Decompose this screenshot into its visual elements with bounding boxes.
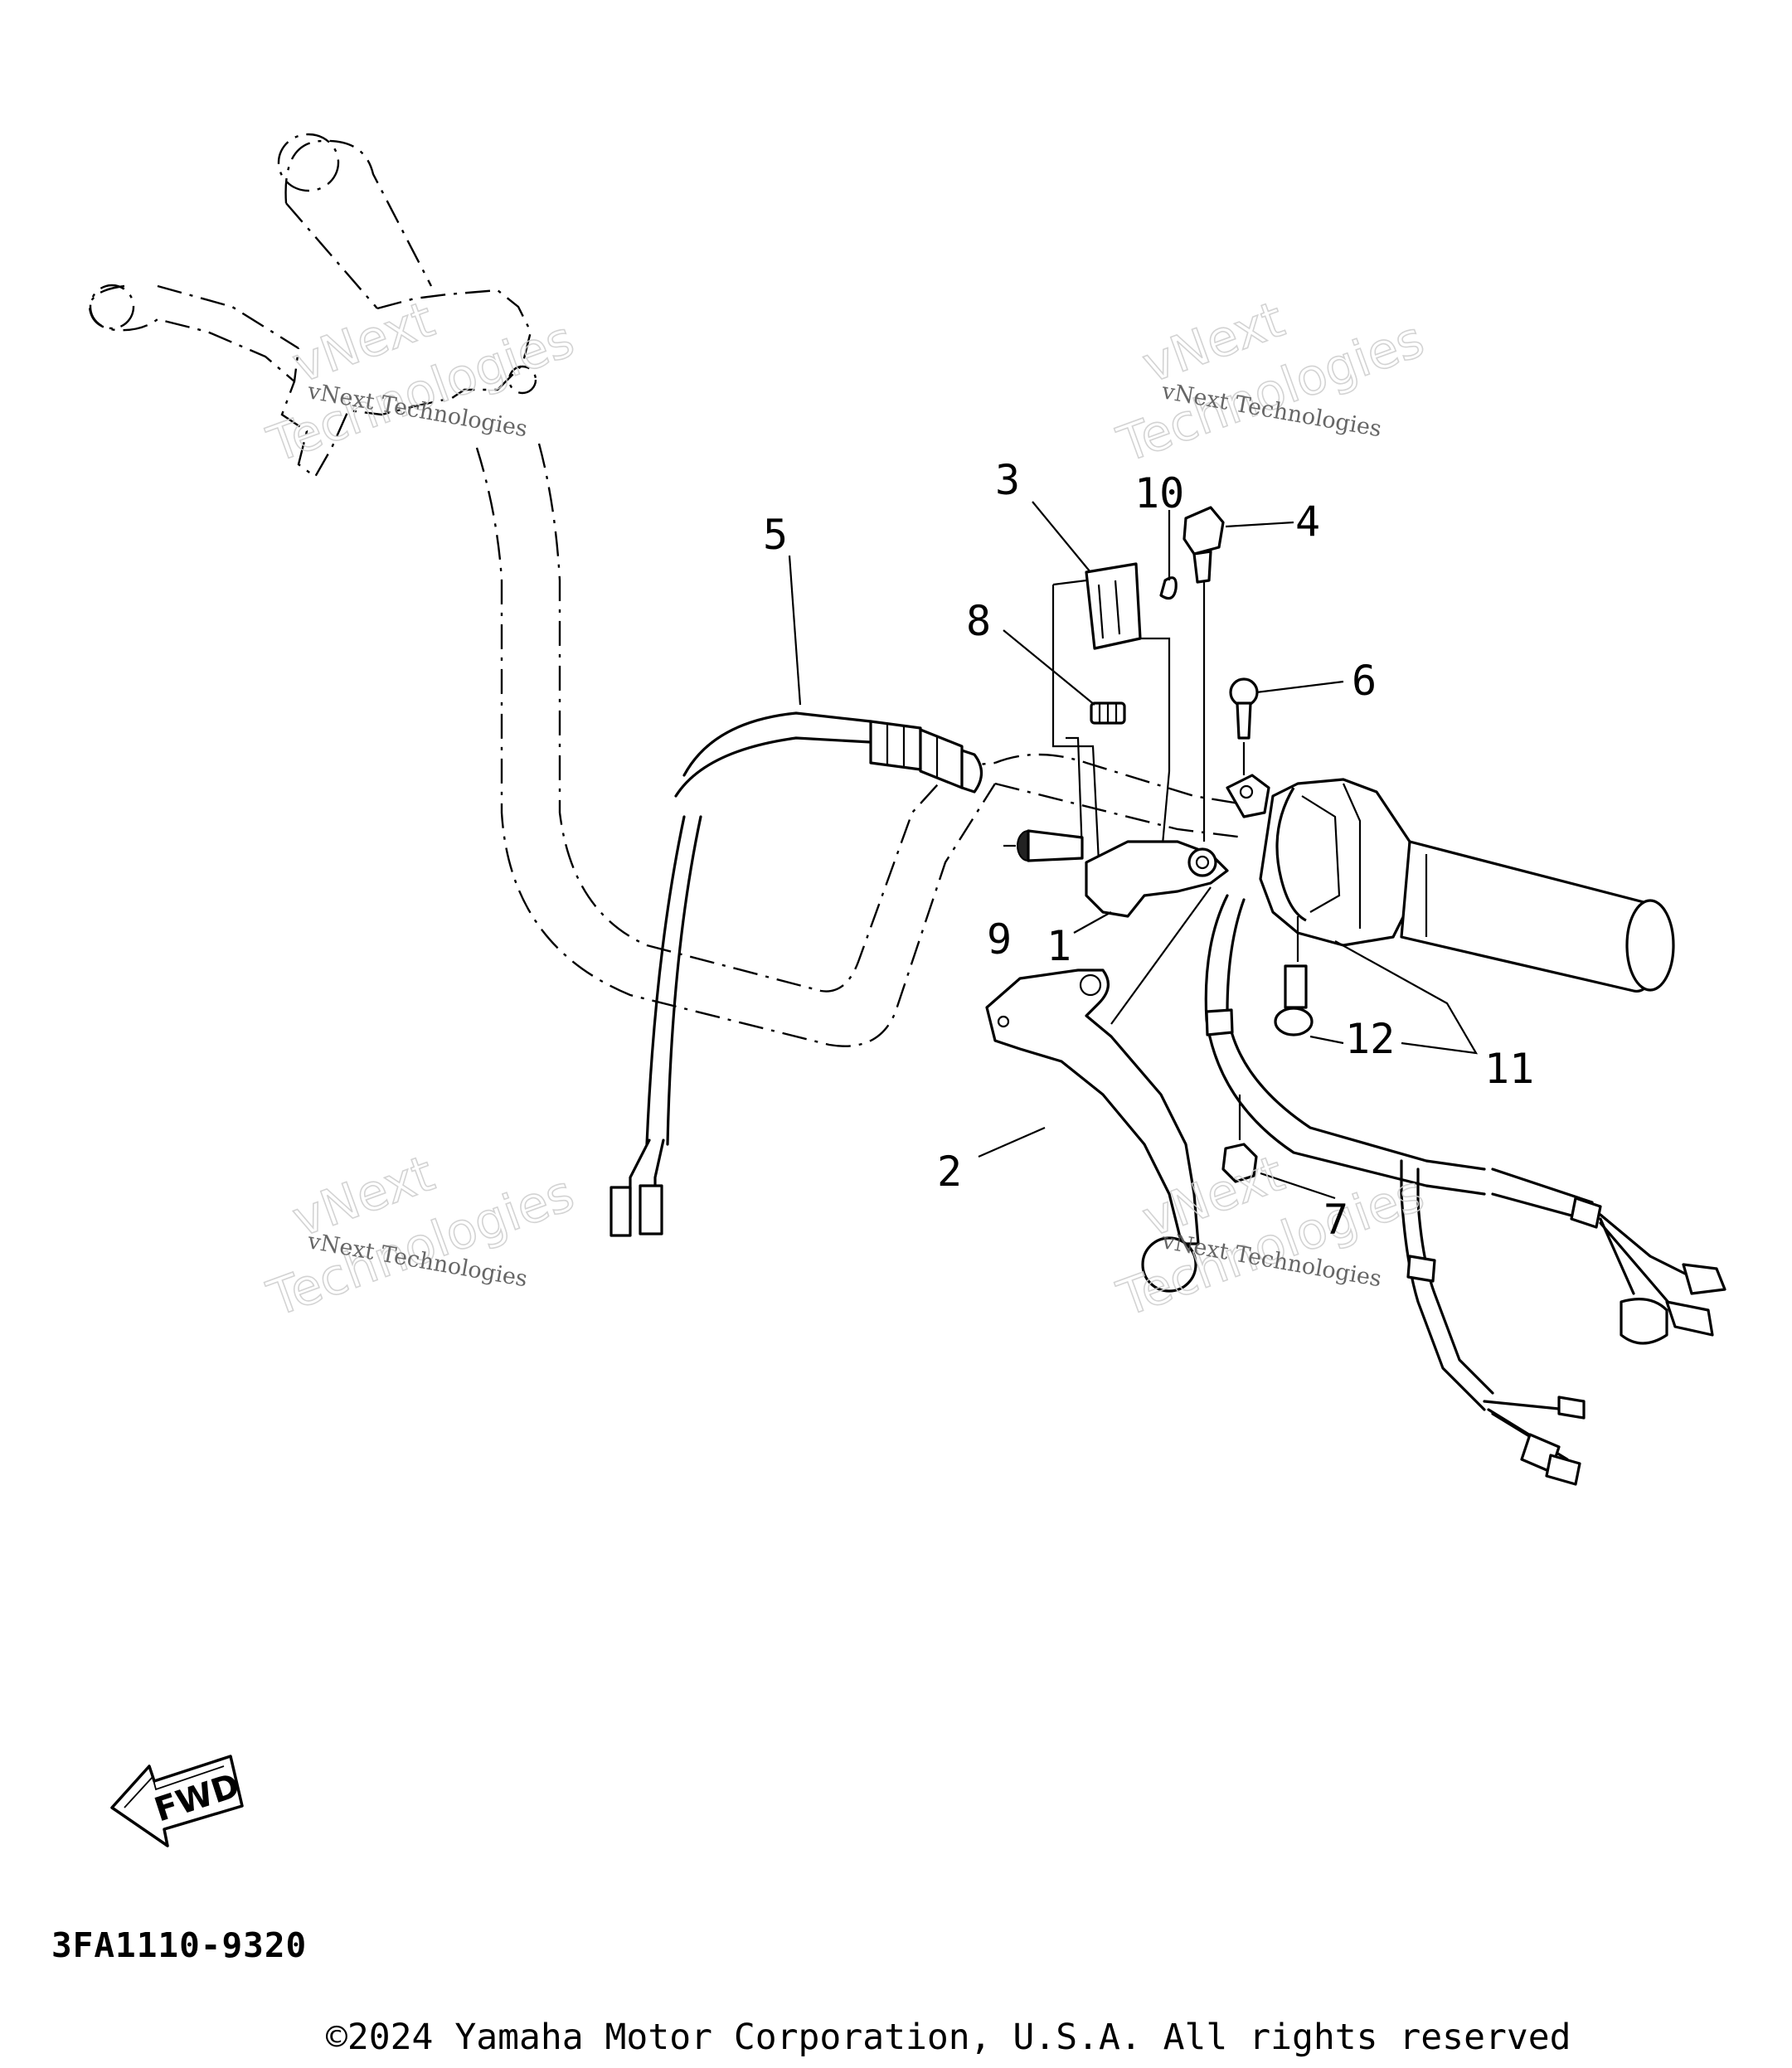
part-5-cable-switch [609, 711, 983, 1237]
leader-lines [788, 501, 1479, 1200]
part-11-right-switch [1204, 778, 1726, 1486]
callout-4: 4 [1295, 498, 1320, 546]
callout-2: 2 [937, 1148, 962, 1196]
callout-9: 9 [987, 915, 1012, 964]
handlebar-tube [475, 443, 1245, 1047]
callout-10: 10 [1134, 469, 1184, 517]
callout-7: 7 [1323, 1196, 1348, 1244]
part-3-bracket [1051, 562, 1178, 863]
callout-11: 11 [1484, 1045, 1534, 1093]
callout-12: 12 [1345, 1015, 1395, 1063]
callout-6: 6 [1352, 657, 1377, 705]
diagram-code: 3FA1110-9320 [51, 1925, 308, 1965]
callouts: 3 10 4 5 8 6 9 1 12 11 2 7 [763, 456, 1534, 1244]
left-grip-assembly [88, 133, 537, 478]
part-12-screw [1274, 916, 1314, 1036]
fwd-arrow-icon: FWD [110, 1755, 245, 1847]
part-1-lever-holder [1085, 774, 1270, 918]
part-9-bolt [1017, 829, 1084, 862]
callout-5: 5 [763, 511, 788, 559]
copyright-notice: ©2024 Yamaha Motor Corporation, U.S.A. A… [326, 2017, 1571, 2058]
callout-1: 1 [1047, 922, 1071, 970]
callout-3: 3 [995, 456, 1020, 504]
part-8-pin [1090, 701, 1126, 725]
part-7-nut [1221, 1095, 1258, 1183]
part-4-bolt [1183, 506, 1225, 842]
callout-8: 8 [966, 597, 991, 645]
part-6-screw [1229, 677, 1259, 775]
part-2-lever [985, 968, 1200, 1293]
